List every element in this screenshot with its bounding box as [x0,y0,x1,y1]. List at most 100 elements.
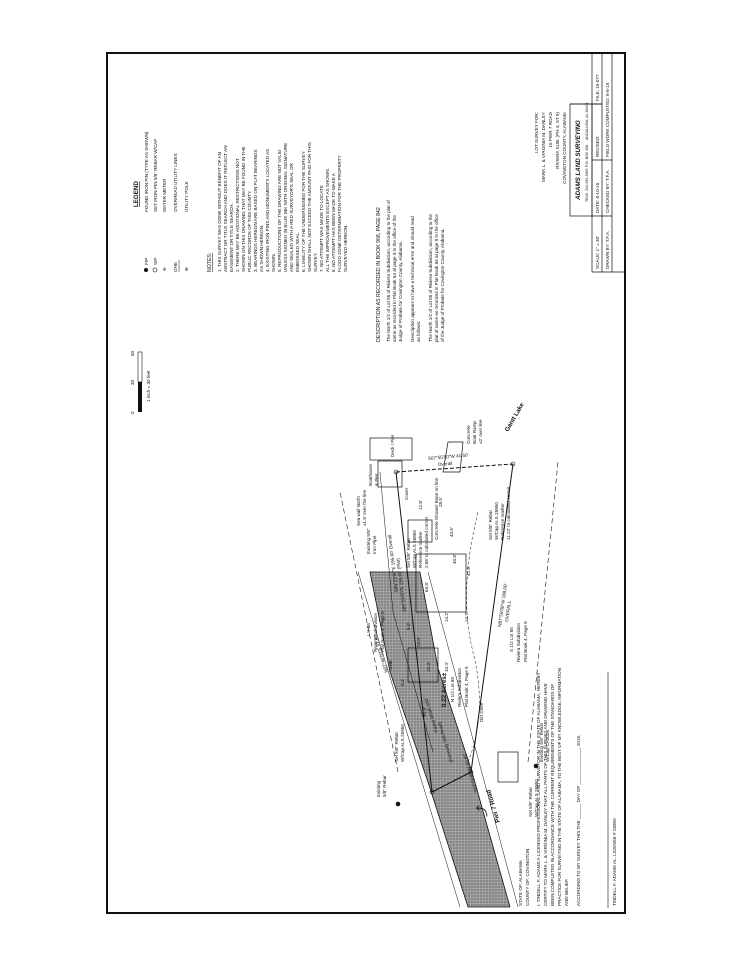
certificate-line: AND BELIEF. [564,878,569,906]
company-line: ANDALUSIA, AL 36420 [585,103,589,140]
dim-label: 5.0' [406,623,411,630]
checked-cell: CHECKED BY: T.F.A. [605,169,610,213]
boat-ramp-label: Boat Ramp [472,421,477,444]
rebar-text: W/Cap ALS 26950 [412,530,417,568]
legend: LEGEND FIP FOUND IRON PIN (TYPE AS SHOWN… [133,131,189,273]
lot86-label: Lot 86 [366,623,371,636]
notes-title: NOTES: [207,253,213,272]
company-name: ADAMS LAND SURVEYING [575,120,582,201]
note-line: 3. BEARINGS HEREON ARE BASED ON PLAT BEA… [253,149,258,272]
set-pin-icon [152,267,158,273]
rebar-existing-top: Existing 5/8" Rebar [376,775,387,797]
note-line: PUBLIC RECORDS OF THIS COUNTY. [247,190,252,272]
rebar-text: Set 5/8" Rebar [488,510,493,540]
dim-label: 10.4' [444,662,449,672]
scale-label: 1 inch = 30 feet [146,370,151,402]
dim-label: 43.5' [449,527,454,537]
set-pin-icon [468,769,474,775]
client-line: 15 PIER 7 ROAD [548,111,553,147]
seawall-label: Sea wall North [356,496,361,526]
scale-cell: SCALE: 1" = 30' [595,236,600,269]
rebar-text: W/Cap CA0026 [545,730,550,762]
note-line: 2. THERE MAY BE ADDITIONAL RESTRICTIONS … [235,158,240,272]
set-pin-icon [510,461,516,467]
house-cover-label: Cover [404,487,409,500]
description-line: same as recorded in Plat Book 84 at page… [392,215,397,342]
rebar-text: Existing [376,780,381,797]
found-pin-icon [395,801,401,807]
survey-sheet: LEGEND FIP FOUND IRON PIN (TYPE AS SHOWN… [106,52,626,914]
dim-label: 14.2' [444,612,449,622]
pipe-label: Iron Pipe [372,535,377,554]
certificate-line: CERTIFY TO MARK L. & VIRGINIA M. DANLEY … [543,683,548,906]
description-line: Judge of Probate for Covington County, A… [398,241,403,342]
note-line: AND SEALED WITH A RED SURVEYOR'S SEAL OR [289,162,294,272]
date-cell: DATE: 6-10-15 [595,182,600,213]
legend-row: ⊕ UTILITY POLE [184,181,189,271]
note-line: 1. THIS SURVEY WAS DONE WITHOUT BENEFIT … [217,152,222,272]
dim-label: 42.9' [466,566,471,576]
certificate-signed: ACCORDING TO MY SURVEY THIS THE ______ D… [576,735,581,906]
lot85s-sub: Riviera Subdivision [516,622,521,662]
pins [393,461,539,807]
legend-row: OHE OVERHEAD UTILITY LINES [173,153,180,272]
set-pin-icon [393,469,399,475]
lot86-sub: Riviera Subdivision [373,612,378,652]
water-meter-icon: ✣ [162,267,167,271]
dim-label: 40.3' [422,707,427,717]
rebar-text: Existing 5/8" Rebar [539,722,544,762]
road-surface [369,571,511,908]
certificate-state: STATE OF: ALABAMA [518,859,523,906]
set-pin-icon [429,789,435,795]
note-line: EASEMENT OR TITLE SEARCH. [229,203,234,272]
revised-cell: REVISED: [595,136,600,157]
scale-bar-open [137,351,143,383]
note-line: 7. NO ATTEMPT WAS MADE TO LOCATE [319,185,324,272]
rebar-text: W/Cap ALS 26950 [494,502,499,540]
certificate-county: COUNTY OF: COVINGTON [525,849,530,906]
main-structure [415,553,467,613]
deck-label: Deck / Pier [390,434,395,457]
description-line: The North 1/2 of Lot 85 of Riviera Subdi… [386,200,391,342]
legend-symbol: FIP [144,258,149,265]
notes-block: NOTES: 1. THIS SURVEY WAS DONE WITHOUT B… [207,142,348,272]
outbuilding [497,751,519,783]
lake-name: Gantt Lake [504,401,526,433]
survey-plat-drawing: LEGEND FIP FOUND IRON PIN (TYPE AS SHOWN… [130,54,624,908]
boathouse-label: & Pier [374,473,379,486]
house-footprint [407,647,439,683]
lot-name: N 1/2 Lot 85 [450,677,455,702]
client-line: COVINGTON COUNTY, ALABAMA [562,111,567,184]
overhead-utility-line [379,471,434,753]
note-line: SHOWN. [271,253,276,272]
company-line: TELE. 334-493-4569 [585,169,589,202]
dim-label: 28.5' [438,497,443,507]
lot85s-label: S 1/2 Lot 85 [509,627,514,652]
lot-book: Plat Book 4, Page 9 [464,666,469,707]
certificate-block: STATE OF: ALABAMA COUNTY OF: COVINGTON I… [518,668,617,908]
structures [369,437,519,783]
rebar-text: Reference marker [418,531,423,568]
lake-line-bearing: S07°55'00"W 41.50' [428,452,469,461]
description-line: Description appears to have a technical … [410,216,415,342]
south-line-bearing: N87°59'00"W 188.00' [497,583,508,627]
boathouse [377,460,403,488]
legend-row: ✣ WATER METER [162,178,167,271]
north-line-bearing: S85°59'00"E 195.60' (Plat) [395,558,407,613]
note-line: 5. REPRODUCTIONS OF THE DRAWING ARE NOT … [277,149,282,272]
dirt-drive-label: Dirt Drive [479,702,484,722]
utility-pole-icon: ⊕ [184,267,189,271]
rebar-text: Set 5/8" Rebar [394,732,399,762]
rebar-nw: Set 5/8" Rebar W/Cap ALS 26950 [394,724,405,762]
note-line: SHOWN ON THIS DRAWING THAT MAY BE FOUND … [241,146,246,272]
note-line: SURVEYED HEREON. [343,225,348,272]
file-cell: FILE: 15-077 [595,74,600,101]
legend-label: WATER METER [162,178,167,212]
rebar-text: 5/8" Rebar [382,775,387,797]
scale-tick: 30 [130,379,135,385]
south-property-line [470,463,514,773]
certificate-signature: TINDELL F. ADAMS AL. LICENSE # 26950 [612,818,617,906]
rebar-text: 2.65' to calculated corner [424,516,429,568]
area-label: 0.22 Acres± [441,672,448,707]
note-line: ABSTRACT OR TITLE SEARCH AND DOES IT REF… [223,145,228,272]
